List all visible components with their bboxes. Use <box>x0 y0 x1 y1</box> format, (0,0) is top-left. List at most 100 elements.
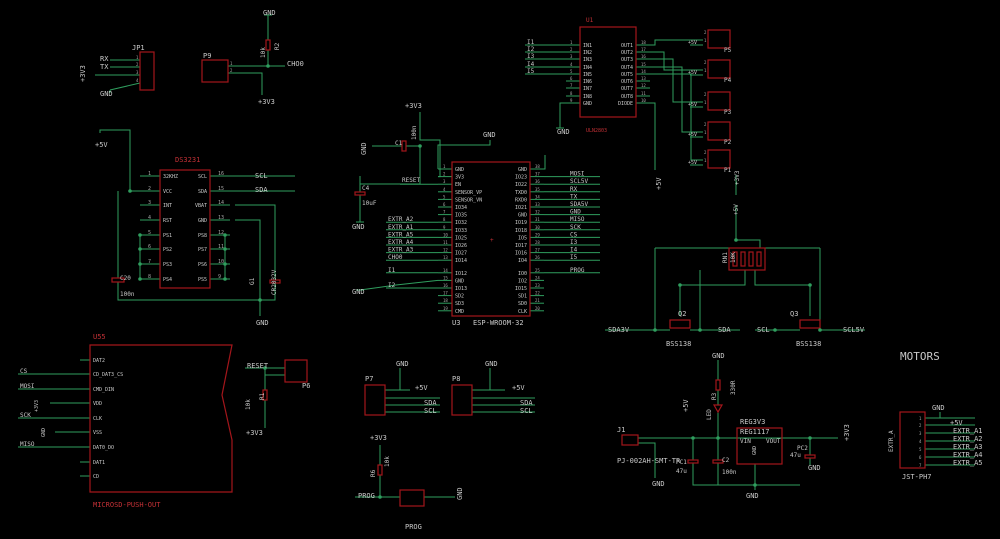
esp32-pin-name: IO27 <box>455 251 467 257</box>
esp32-net-label: RX <box>570 186 578 193</box>
ds3231-pin-number: 12 <box>218 230 224 236</box>
esp32-pin-number: 1 <box>443 164 446 169</box>
motor-header-supply: +5V <box>688 40 697 46</box>
ph7-pin-number: 1 <box>919 416 922 421</box>
uln-pin-name: DIODE <box>618 101 633 107</box>
j1-value: PJ-002AH-SMT-TR <box>617 457 681 465</box>
wire <box>559 102 566 128</box>
esp32-pin-number: 18 <box>443 298 448 303</box>
ds3231-net-sda: SDA <box>255 186 268 194</box>
esp32-pin-name: SD1 <box>518 294 527 300</box>
esp32-pin-number: 35 <box>535 187 540 192</box>
esp32-pin-number: 3 <box>443 179 446 184</box>
esp32-pin-number: 21 <box>535 298 540 303</box>
header-pin-number: 1 <box>704 158 707 163</box>
led-r-value: 330R <box>730 380 737 395</box>
esp32-pin-number: 9 <box>443 225 446 230</box>
q2-name: Q2 <box>678 310 686 318</box>
esp32-pin-number: 10 <box>443 232 448 237</box>
p8-gnd: GND <box>485 360 498 368</box>
p9-r-name: R2 <box>274 42 281 50</box>
junction <box>808 283 812 287</box>
uln-pin-number: 7 <box>570 83 573 88</box>
ph7-net-a3: EXTR_A3 <box>953 443 983 451</box>
esp32-pin-name: SENSOR_VN <box>455 197 482 203</box>
uln-pin-number: 2 <box>570 47 573 52</box>
wire <box>359 279 439 291</box>
ds3231-body <box>159 169 211 289</box>
ds3231-pin-name: SCL <box>198 174 207 180</box>
rn-supply5: +5V <box>733 204 740 215</box>
sd-net-label: +3V3 <box>34 400 40 412</box>
q3-mosfet <box>799 319 821 329</box>
reg-value: REG1117 <box>740 428 770 436</box>
esp32-net-label: TX <box>570 193 578 200</box>
uln-input-label: I4 <box>527 61 535 68</box>
esp32-pin-number: 23 <box>535 283 540 288</box>
sheet-title: MOTORS <box>900 350 940 363</box>
uln-pin-number: 17 <box>641 47 646 52</box>
uln-pin-name: OUT8 <box>621 94 633 100</box>
ph7-pin-number: 3 <box>919 431 922 436</box>
wire <box>692 463 800 486</box>
ph7-gnd: GND <box>932 404 945 412</box>
c20-name: C20 <box>120 275 131 282</box>
c1-name: C1 <box>395 140 403 147</box>
p8-net-sda: SDA <box>520 399 533 407</box>
esp32-pin-number: 14 <box>443 268 448 273</box>
wire <box>260 283 276 301</box>
jp1-pin-number: 3 <box>136 70 139 75</box>
c1-value: 100n <box>411 125 418 140</box>
net-scl: SCL <box>757 326 770 334</box>
battery-value: CR2032V <box>271 269 278 295</box>
uln-pin-number: 3 <box>570 54 573 59</box>
esp32-pin-number: 5 <box>443 194 446 199</box>
esp32-pin-number: 7 <box>443 210 446 215</box>
wire <box>228 72 263 95</box>
uln-pin-number: 13 <box>641 76 646 81</box>
esp32-pin-name: 3V3 <box>455 175 464 181</box>
motor-header <box>707 59 731 79</box>
esp32-net-label: EXTR_A2 <box>388 216 414 223</box>
uln2803-body <box>579 26 637 118</box>
esp32-pin-number: 24 <box>535 275 540 280</box>
esp32-pin-name: IO26 <box>455 243 467 249</box>
c2-value: 100n <box>722 469 737 476</box>
junction <box>138 277 142 281</box>
rn-supply3: +3V3 <box>734 170 741 185</box>
esp32-pin-name: IO5 <box>518 235 527 241</box>
led-r-name: R3 <box>711 392 718 400</box>
junction <box>698 328 702 332</box>
esp32-net-label: MISO <box>570 216 585 223</box>
net-scl5v: SCL5V <box>843 326 865 334</box>
ds3231-pin-number: 5 <box>148 230 151 236</box>
esp32-pin-name: IO18 <box>515 228 527 234</box>
reg-vin: VIN <box>740 438 751 445</box>
esp32-pin-number: 31 <box>535 217 540 222</box>
esp32-net-label: I1 <box>388 267 396 274</box>
junction <box>678 283 682 287</box>
c20-capacitor <box>111 277 125 283</box>
prog-gnd: GND <box>456 487 464 500</box>
wire <box>419 112 441 178</box>
uln-pin-name: IN4 <box>583 65 592 71</box>
q3-name: Q3 <box>790 310 798 318</box>
junction <box>223 277 227 281</box>
uln-pin-number: 15 <box>641 62 646 67</box>
ds3231-pin-name: INT <box>163 203 172 209</box>
sd-pin-name: VDD <box>93 401 102 407</box>
esp32-pin-number: 4 <box>443 187 446 192</box>
dc-jack <box>621 434 639 446</box>
uln-pin-number: 5 <box>570 69 573 74</box>
junction <box>653 328 657 332</box>
ds3231-pin-number: 2 <box>148 186 151 192</box>
motor-header <box>707 91 731 111</box>
p8-net-scl: SCL <box>520 407 533 415</box>
motor-header-name: P2 <box>724 139 732 146</box>
esp32-net-label: EXTR_A1 <box>388 224 414 231</box>
power-gnd-reg: GND <box>746 492 759 500</box>
esp32-pin-name: IO0 <box>518 271 527 277</box>
uln-pin-name: OUT2 <box>621 50 633 56</box>
reset-r-value: 10k <box>245 399 252 410</box>
